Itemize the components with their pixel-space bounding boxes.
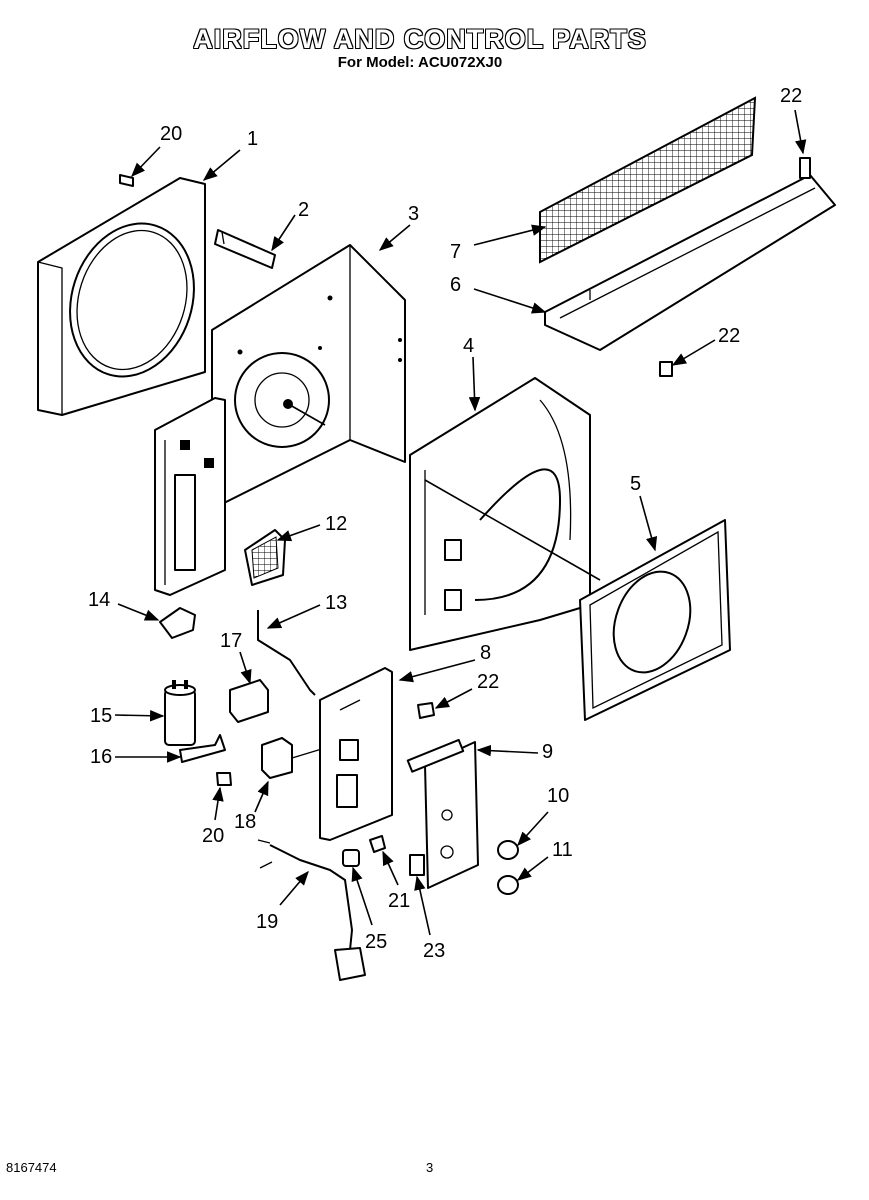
part-11-knob <box>497 875 519 895</box>
callout-15: 15 <box>90 705 112 727</box>
model-subtitle: For Model: ACU072XJ0 <box>337 54 503 71</box>
part-9-face-plate <box>406 738 479 889</box>
callout-13: 13 <box>325 592 347 614</box>
document-code: 8167474 <box>6 1160 57 1175</box>
part-25-grommet <box>342 849 360 867</box>
control-box-side-panel <box>154 397 226 596</box>
part-20-screw-top <box>119 174 134 187</box>
part-15-capacitor <box>164 680 196 746</box>
part-21-screw <box>369 835 386 853</box>
part-19-power-cord <box>257 839 366 981</box>
part-23-bracket <box>409 854 425 876</box>
callout-7: 7 <box>450 241 461 263</box>
page-number: 3 <box>426 1160 434 1175</box>
callout-20-top: 20 <box>160 123 182 145</box>
part-22-screw-top <box>799 157 811 179</box>
callout-3: 3 <box>408 203 419 225</box>
callout-23: 23 <box>423 940 445 962</box>
part-16-strap <box>179 734 226 763</box>
part-5-front-frame <box>579 519 731 721</box>
callout-20-bottom: 20 <box>202 825 224 847</box>
part-22-screw-right <box>417 702 435 719</box>
callout-12: 12 <box>325 513 347 535</box>
callout-18: 18 <box>234 811 256 833</box>
callout-11: 11 <box>552 839 573 861</box>
part-8-control-panel <box>319 667 393 841</box>
callout-4: 4 <box>463 335 474 357</box>
part-22-screw-mid <box>659 361 673 377</box>
part-1-shroud <box>37 177 206 416</box>
callout-9: 9 <box>542 741 553 763</box>
callout-25: 25 <box>365 931 387 953</box>
callout-10: 10 <box>547 785 569 807</box>
part-10-knob <box>497 840 519 860</box>
part-17-relay <box>229 679 269 723</box>
callouts: 1 20 2 3 4 5 6 7 22 22 12 13 14 <box>88 85 807 962</box>
part-6-filter-rail <box>544 174 836 351</box>
callout-1: 1 <box>247 128 258 150</box>
callout-6: 6 <box>450 274 461 296</box>
diagram-title: AIRFLOW AND CONTROL PARTS <box>193 24 647 54</box>
part-14-clip <box>159 607 196 639</box>
part-18-switch <box>261 737 326 779</box>
callout-22-right: 22 <box>477 671 499 693</box>
callout-8: 8 <box>480 642 491 664</box>
callout-16: 16 <box>90 746 112 768</box>
callout-19: 19 <box>256 911 278 933</box>
part-12-switch <box>244 529 286 586</box>
callout-22-top: 22 <box>780 85 802 107</box>
part-13-thermostat-bulb <box>257 610 316 696</box>
part-7-air-filter <box>539 96 757 264</box>
callout-14: 14 <box>88 589 110 611</box>
part-3-housing-plate <box>211 244 406 506</box>
part-2-bracket <box>214 229 276 269</box>
callout-21: 21 <box>388 890 410 912</box>
callout-2: 2 <box>298 199 309 221</box>
callout-22-middle: 22 <box>718 325 740 347</box>
part-4-scroll-housing <box>409 377 601 651</box>
callout-17: 17 <box>220 630 242 652</box>
callout-5: 5 <box>630 473 641 495</box>
part-20-screw-bottom <box>216 772 232 786</box>
